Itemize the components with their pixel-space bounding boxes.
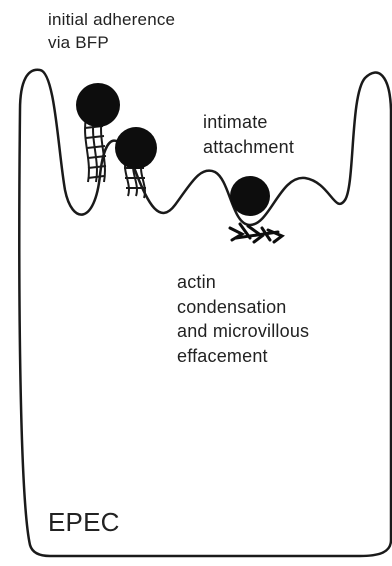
bacterium-2 (115, 127, 157, 169)
label-cell-name: EPEC (48, 507, 120, 537)
label-intimate-line-1: intimate (203, 110, 294, 135)
label-intimate-line-2: attachment (203, 135, 294, 160)
label-actin-line-2: condensation (177, 295, 309, 320)
label-actin-condensation: actin condensation and microvillous effa… (177, 270, 309, 368)
label-actin-line-4: effacement (177, 344, 309, 369)
bfp-pili-left (85, 118, 106, 182)
label-actin-line-1: actin (177, 270, 309, 295)
label-initial-adherence-line-2: via BFP (48, 31, 175, 54)
label-initial-adherence-line-1: initial adherence (48, 8, 175, 31)
label-intimate-attachment: intimate attachment (203, 110, 294, 159)
label-initial-adherence: initial adherence via BFP (48, 8, 175, 54)
bacterium-1 (76, 83, 120, 127)
bacterium-3 (230, 176, 270, 216)
label-actin-line-3: and microvillous (177, 319, 309, 344)
actin-pedestal (230, 224, 282, 242)
